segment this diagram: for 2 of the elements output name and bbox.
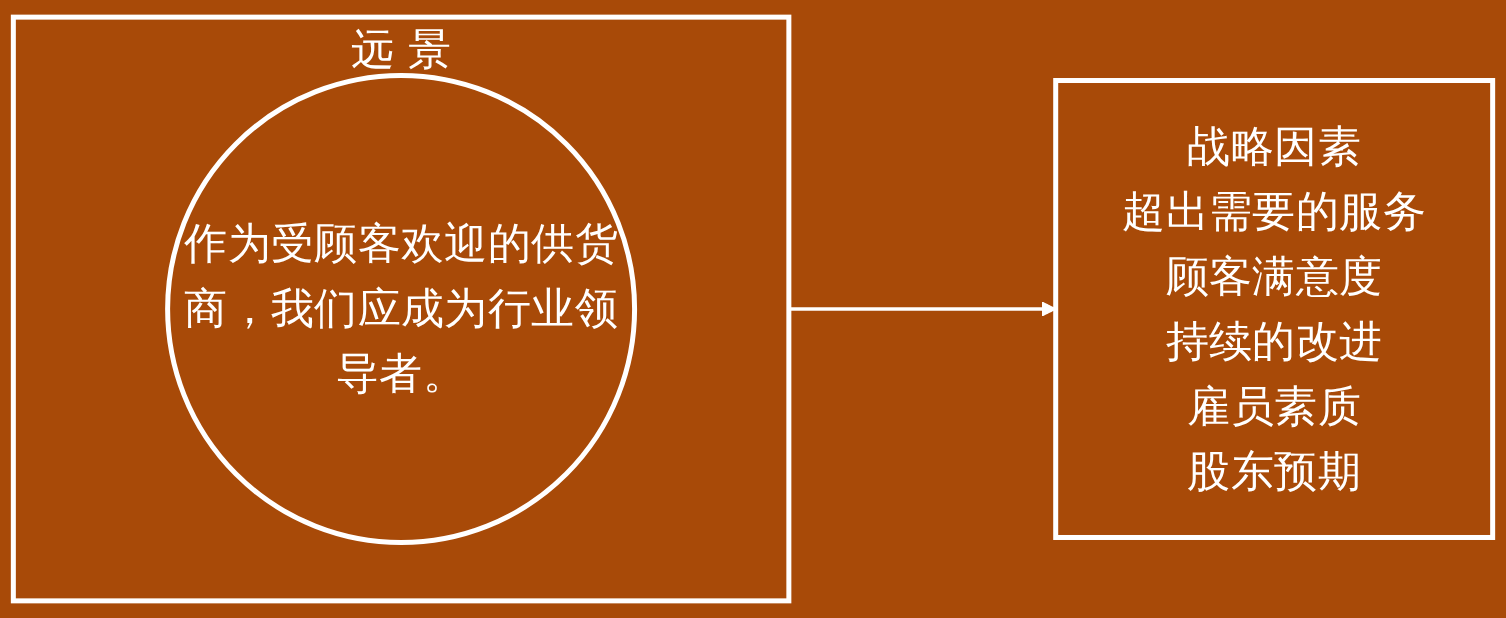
node-box: 战略因素 超出需要的服务 顾客满意度 持续的改进 雇员素质 股东预期: [1053, 78, 1496, 540]
node-circle: 作为受顾客欢迎的供货商，我们应成为行业领导者。: [165, 73, 638, 545]
